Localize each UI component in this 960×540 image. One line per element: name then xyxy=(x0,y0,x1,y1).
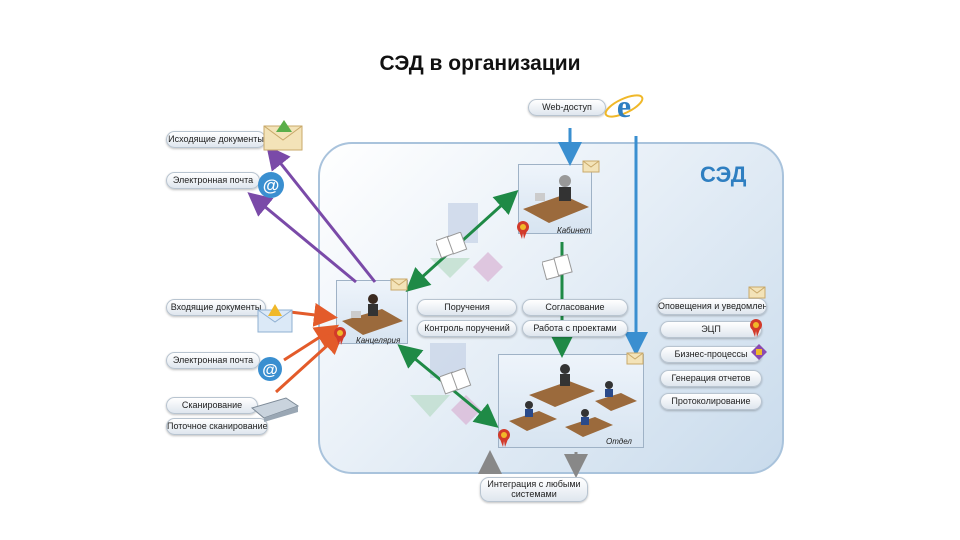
department-seal-icon xyxy=(498,429,510,447)
stream-scanning-pill: Поточное сканирование xyxy=(166,418,268,435)
signature-seal-icon xyxy=(750,319,762,337)
svg-text:@: @ xyxy=(262,362,278,379)
approval-pill: Согласование xyxy=(522,299,628,316)
office-envelope-icon xyxy=(390,278,408,291)
svg-text:@: @ xyxy=(263,176,280,195)
incoming-docs-pill: Входящие документы xyxy=(166,299,266,316)
arrow-incoming-docs xyxy=(289,302,338,327)
cabinet-seal-icon xyxy=(517,221,529,239)
department-envelope-icon xyxy=(626,352,644,365)
envelope-outgoing-icon xyxy=(263,120,303,151)
scanning-pill: Сканирование xyxy=(166,397,258,414)
service-notifications-pill: Оповещения и уведомления xyxy=(657,298,767,315)
svg-text:e: e xyxy=(617,88,631,124)
orders-pill: Поручения xyxy=(417,299,517,316)
service-digital-signature-pill: ЭЦП xyxy=(660,321,762,338)
notification-envelope-icon xyxy=(748,286,766,299)
scanner-icon xyxy=(250,397,300,422)
office-scene xyxy=(336,280,408,344)
control-pill: Контроль поручений xyxy=(417,320,517,337)
arrow-outgoing-docs xyxy=(266,145,377,283)
email-out-pill: Электронная почта xyxy=(166,172,260,189)
cabinet-scene xyxy=(518,164,592,234)
email-at-icon-in: @ xyxy=(258,357,282,381)
cabinet-envelope-icon xyxy=(582,160,600,173)
service-reports-pill: Генерация отчетов xyxy=(660,370,762,387)
department-scene xyxy=(498,354,644,448)
envelope-incoming-icon xyxy=(257,304,293,333)
service-logging-pill: Протоколирование xyxy=(660,393,762,410)
integration-pill: Интеграция с любыми системами xyxy=(480,477,588,502)
business-process-icon xyxy=(751,344,767,360)
cabinet-label: Кабинет xyxy=(557,226,591,235)
office-seal-icon xyxy=(334,327,346,345)
web-access-pill: Web-доступ xyxy=(528,99,606,116)
outgoing-docs-pill: Исходящие документы xyxy=(166,131,266,148)
documents-icon-upper xyxy=(436,232,468,259)
arrow-email-out xyxy=(247,192,357,284)
internet-explorer-icon: e xyxy=(604,88,644,124)
email-at-icon-out: @ xyxy=(258,172,284,198)
service-business-processes-pill: Бизнес-процессы xyxy=(660,346,762,363)
documents-icon-middle xyxy=(542,254,573,281)
email-in-pill: Электронная почта xyxy=(166,352,260,369)
documents-icon-lower xyxy=(440,368,472,395)
projects-pill: Работа с проектами xyxy=(522,320,628,337)
department-label: Отдел xyxy=(606,437,632,446)
arrow-scanning xyxy=(274,329,345,394)
office-label: Канцелярия xyxy=(356,336,401,345)
page-title: СЭД в организации xyxy=(379,52,581,75)
sed-label: СЭД xyxy=(700,162,747,187)
